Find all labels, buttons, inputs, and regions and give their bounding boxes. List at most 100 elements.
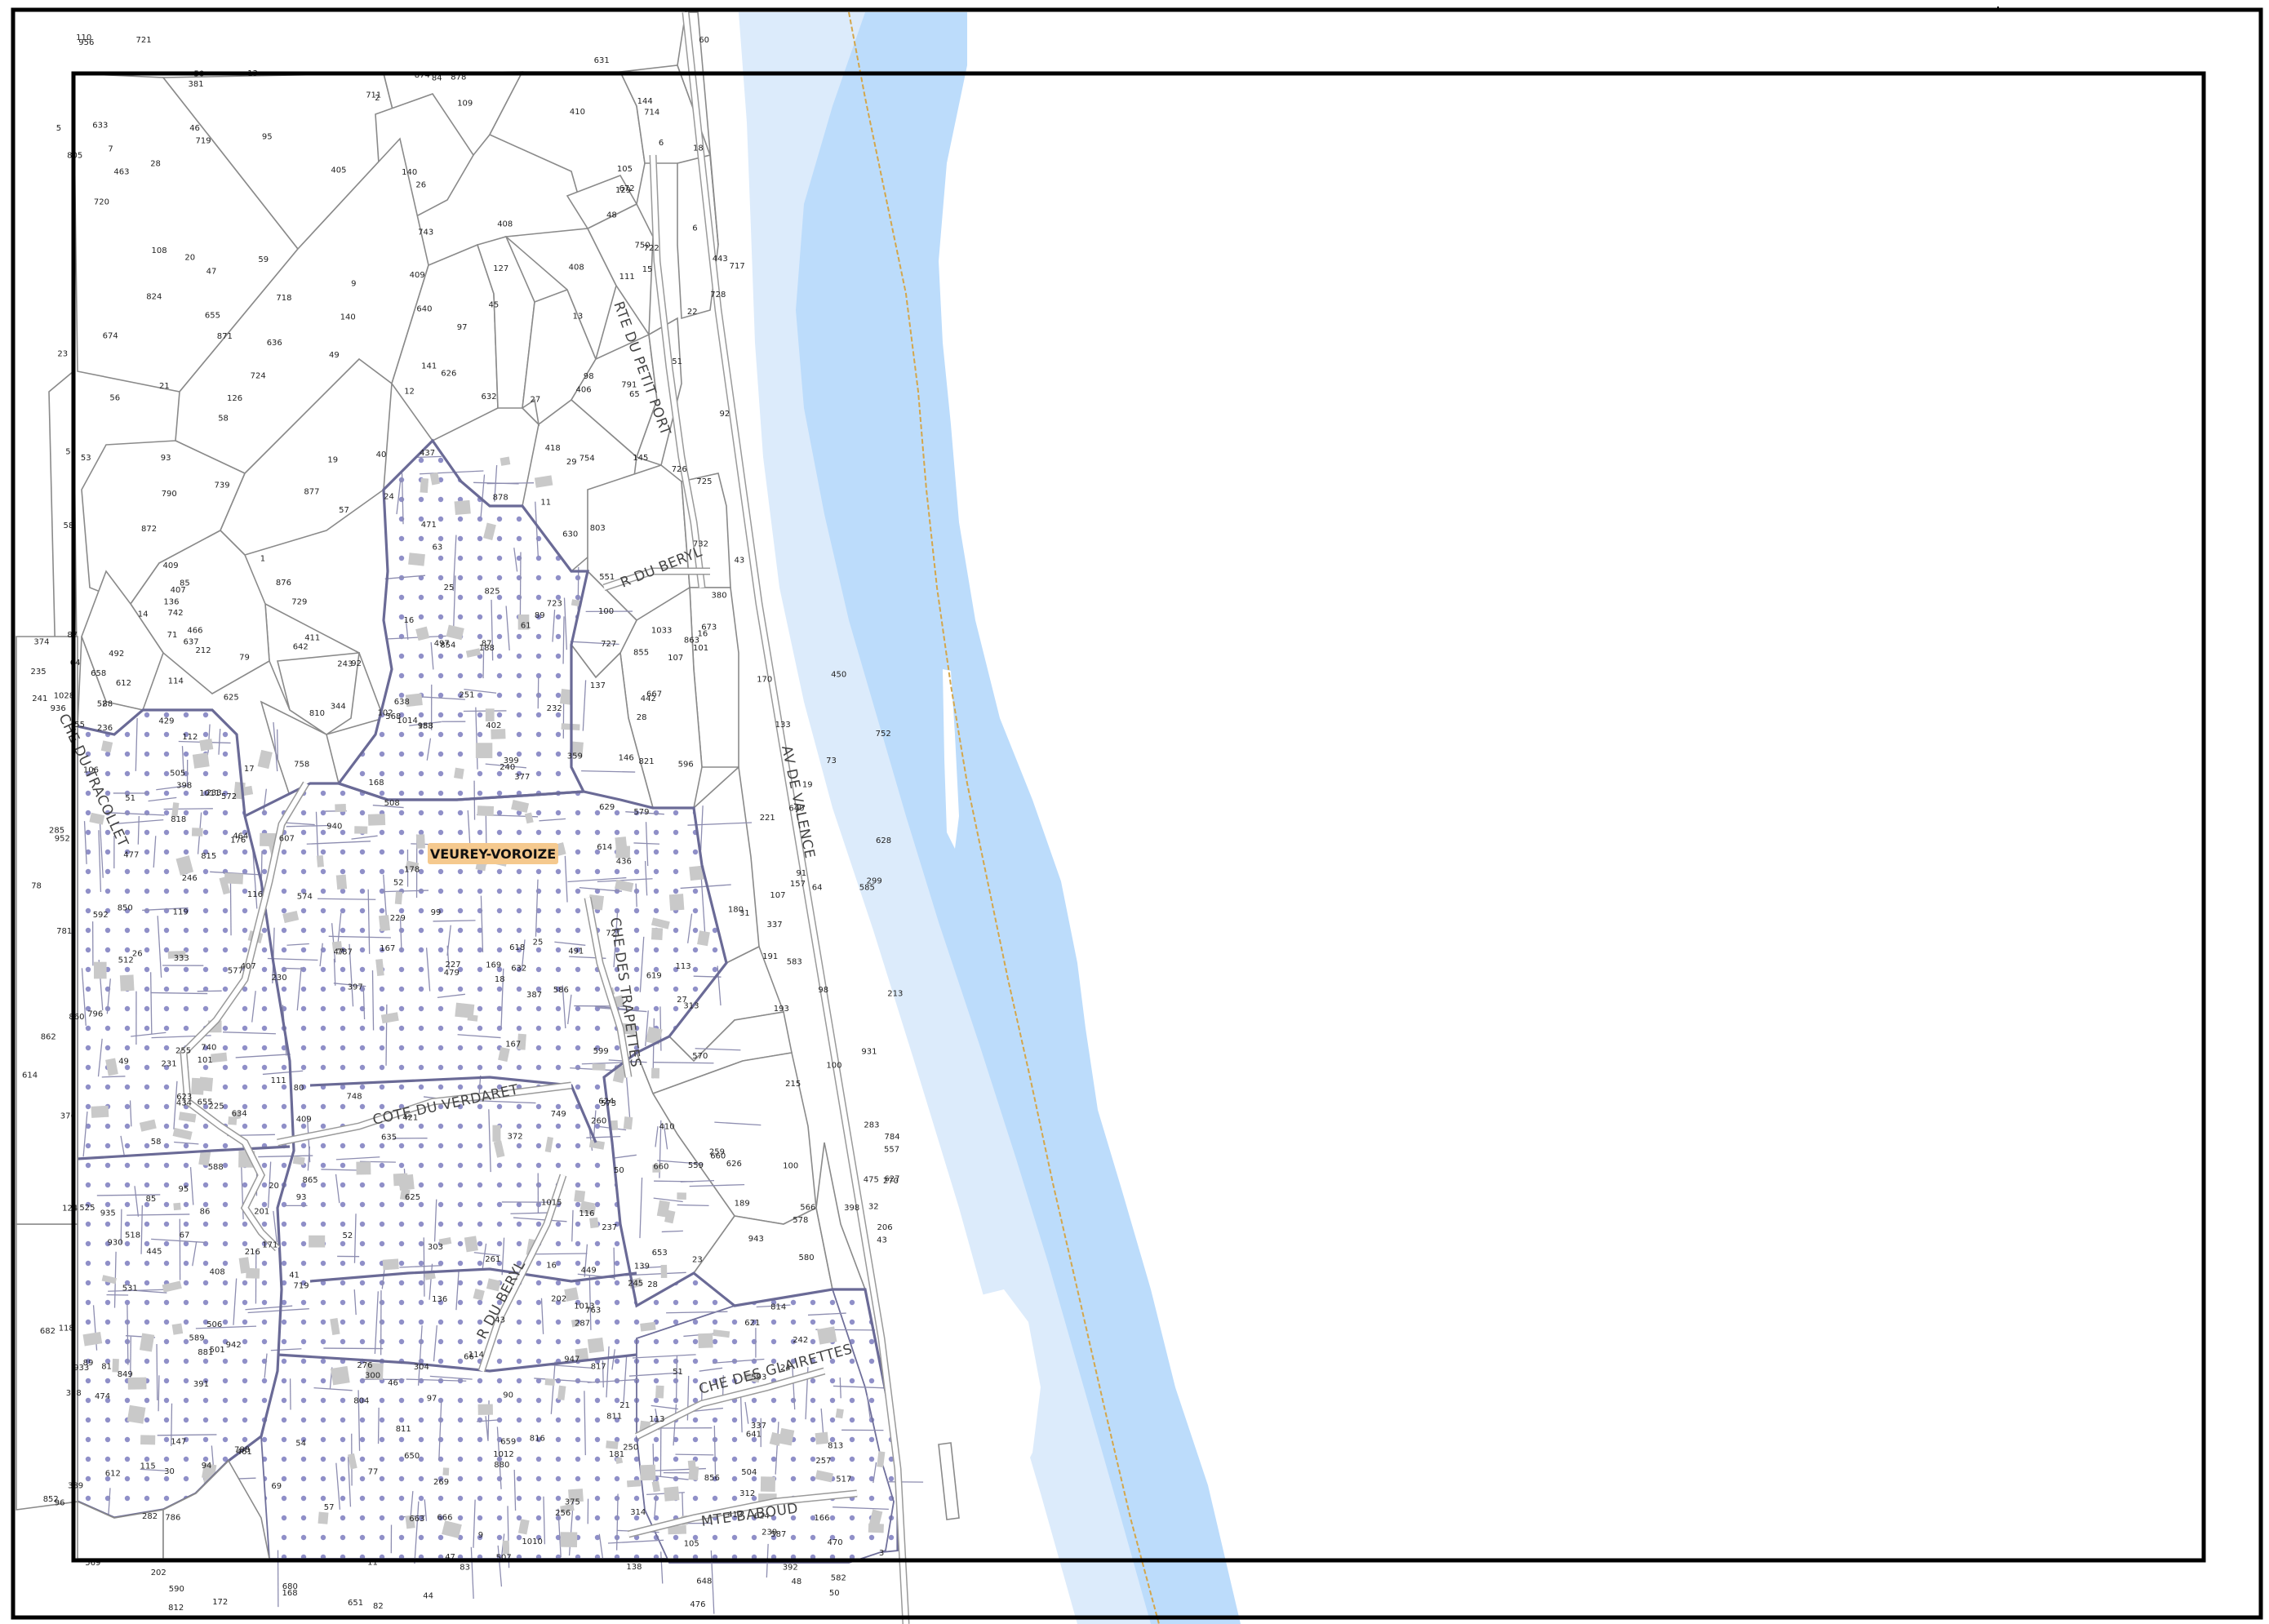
parcel-boundary (367, 889, 371, 954)
parcel[interactable] (815, 1142, 867, 1290)
parcel-number: 282 (142, 1512, 158, 1521)
parcel-number: 732 (693, 539, 708, 548)
building (592, 1063, 606, 1071)
parcel-number: 568 (385, 712, 401, 721)
parcel-number: 29 (566, 458, 577, 467)
parcel-number: 19 (802, 781, 813, 790)
parcel-boundary (417, 1325, 423, 1386)
parcel-number: 784 (885, 1133, 900, 1142)
parcel-number: 24 (780, 1364, 791, 1373)
parcel-number: 108 (152, 246, 167, 255)
parcel-boundary (613, 1247, 615, 1280)
parcel-number: 269 (433, 1478, 449, 1487)
parcel-boundary (210, 871, 263, 876)
building (502, 1540, 510, 1555)
parcel-number: 624 (598, 1098, 614, 1107)
parcel-boundary (218, 729, 221, 755)
parcel-number: 728 (710, 291, 726, 300)
parcel-boundary (497, 1545, 503, 1587)
parcel[interactable] (16, 636, 78, 1225)
parcel-boundary (270, 1348, 302, 1351)
building (689, 865, 705, 881)
parcel-number: 313 (683, 1001, 699, 1010)
parcel-boundary (756, 1304, 791, 1308)
parcel-number: 41 (289, 1271, 300, 1280)
building (615, 845, 631, 859)
parcel-number: 107 (770, 891, 785, 900)
place-label: VEUREY-VOROIZE (428, 843, 558, 864)
parcel-number: 112 (182, 733, 198, 742)
parcel-number: 577 (228, 967, 243, 976)
parcel-number: 725 (696, 477, 712, 486)
parcel[interactable] (276, 652, 360, 735)
parcel-number: 304 (414, 1363, 429, 1372)
parcel-boundary (96, 1194, 161, 1196)
parcel-boundary (417, 455, 442, 459)
outer-frame (11, 7, 2263, 1620)
building (438, 1236, 452, 1246)
parcel-number: 673 (701, 623, 717, 632)
road-verdaret-inner (277, 1083, 572, 1145)
parcel-boundary (181, 746, 184, 775)
road-trapettes-inner (585, 897, 631, 1078)
parcel-number: 261 (485, 1255, 500, 1264)
building (172, 1127, 193, 1140)
parcel-boundary (127, 1303, 129, 1365)
parcel[interactable] (521, 398, 540, 427)
zone-outline (309, 1076, 597, 1143)
parcel[interactable] (938, 1442, 960, 1520)
building (579, 1200, 596, 1215)
parcel-number: 251 (459, 691, 474, 700)
parcel-boundary (480, 474, 486, 517)
place-label-text: VEUREY-VOROIZE (430, 846, 556, 862)
parcel[interactable] (566, 175, 638, 230)
building (405, 860, 420, 872)
parcel-number: 71 (167, 631, 178, 640)
parcel-boundary (660, 1551, 664, 1584)
parcel-boundary (666, 1311, 728, 1314)
building (477, 1404, 493, 1415)
parcel-number: 20 (184, 253, 195, 262)
parcel-boundary (455, 1269, 460, 1311)
parcel-boundary (120, 1135, 126, 1158)
building (140, 1435, 156, 1445)
parcel-boundary (406, 1378, 467, 1382)
parcel-number: 655 (198, 1098, 213, 1107)
parcel-number: 781 (56, 927, 72, 936)
building (835, 1408, 844, 1419)
building (877, 1451, 886, 1468)
parcel-number: 92 (720, 410, 730, 419)
building (473, 1289, 485, 1301)
parcel[interactable] (130, 530, 270, 694)
parcel-boundary (381, 1267, 385, 1289)
parcel-boundary (420, 470, 484, 475)
parcel-number: 849 (118, 1370, 133, 1379)
river-island (978, 279, 1002, 396)
parcel[interactable] (504, 228, 617, 362)
parcel-number: 629 (599, 803, 615, 812)
parcel-number: 146 (619, 754, 634, 763)
parcel-boundary (98, 830, 102, 893)
parcel-number: 241 (32, 694, 47, 703)
parcel-number: 791 (621, 380, 637, 389)
parcel-number: 47 (206, 267, 217, 276)
building (415, 626, 430, 641)
parcel-number: 578 (793, 1216, 808, 1225)
building (655, 1385, 664, 1399)
parcel-number: 930 (108, 1238, 123, 1247)
parcel-number: 637 (184, 638, 199, 647)
parcel-number: 312 (739, 1489, 755, 1498)
building (483, 522, 496, 540)
parcel-boundary (644, 861, 648, 896)
parcel-number: 5 (65, 448, 70, 457)
parcel-number: 233 (206, 789, 222, 798)
parcel-number: 170 (757, 675, 772, 684)
parcel-number: 15 (642, 265, 653, 274)
parcel-boundary (570, 641, 619, 646)
parcel-number: 479 (444, 969, 460, 978)
parcel-number: 72 (606, 929, 616, 938)
parcel-number: 723 (547, 599, 562, 608)
parcel[interactable] (16, 1223, 78, 1511)
